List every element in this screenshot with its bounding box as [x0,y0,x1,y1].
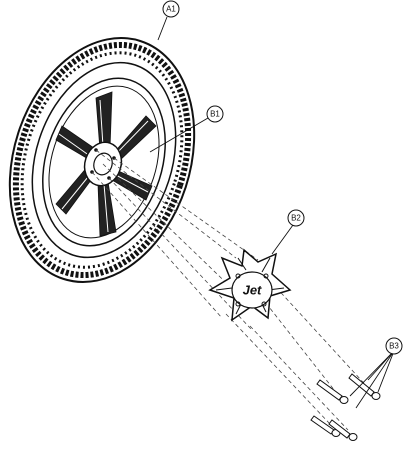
callout-b3: B3 [385,337,403,355]
screw [316,379,349,404]
leader-b3-1 [349,350,395,397]
callout-a1: A1 [162,0,180,18]
wheel-assembly [8,37,196,283]
leader-b1 [149,117,209,153]
callout-b2-label: B2 [291,214,301,223]
leader-b3-2 [377,350,395,393]
hub-cap: Jet [208,248,292,322]
hub-cap-screw-hole [261,301,267,307]
leader-a1 [157,16,168,41]
leader-b2 [271,224,294,255]
screws [310,373,381,441]
hub-cap-screw-hole [263,273,269,279]
tire-tread [12,41,192,279]
callout-b1-label: B1 [210,110,220,119]
callout-b1: B1 [206,105,224,123]
leader-b3-3 [367,350,395,381]
hub-cap-rib [215,287,233,291]
rim-inner-lip [48,85,160,239]
hub-cap-screw-hole [235,273,241,279]
callout-a1-label: A1 [166,5,176,14]
leader-lines [149,16,395,409]
hub-cap-logo: Jet [243,283,262,298]
hub-cap-center [231,271,273,309]
hub-cap-rib [261,257,271,273]
screw [328,419,358,441]
callout-b2: B2 [287,209,305,227]
assembly-lines [91,149,373,431]
hub-cap-rib [237,257,247,271]
rim-spokes [55,91,157,237]
tire-tread-inner [20,51,184,269]
hub-cap-screw-hole [235,301,241,307]
callout-b3-label: B3 [389,342,399,351]
leader-b3-4 [355,350,395,409]
